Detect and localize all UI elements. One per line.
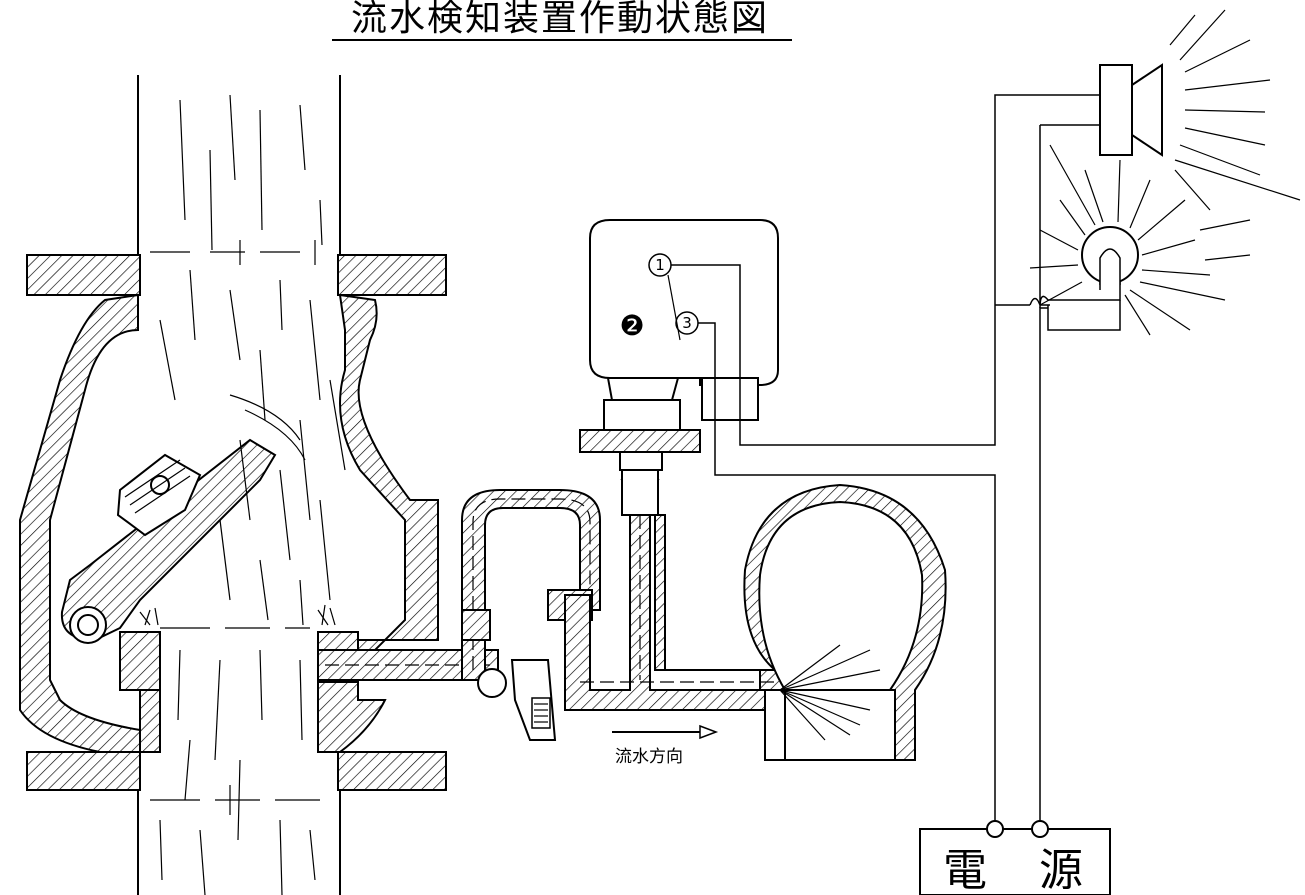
alarm-valve-body — [19, 254, 447, 791]
chamber-spray — [779, 644, 885, 741]
bypass-piping — [317, 489, 601, 741]
diagram-title: 流水検知装置作動状態図 — [351, 0, 769, 39]
alarm-wiring — [671, 94, 1121, 822]
power-terminal-right — [1031, 820, 1049, 838]
water-flow-streaks — [150, 94, 346, 895]
alarm-horn — [1099, 9, 1301, 211]
clapper-disc — [60, 438, 277, 644]
pressure-switch: 1 3 ❷ — [579, 219, 779, 471]
flow-direction-arrow — [612, 724, 719, 740]
terminal-3-label: 3 — [682, 314, 692, 332]
flow-direction-label: 流水方向 — [615, 747, 683, 767]
alarm-lamp — [1029, 144, 1251, 336]
seat-splash — [139, 604, 336, 626]
terminal-1-label: 1 — [655, 256, 665, 274]
switch-number-badge: ❷ — [619, 309, 644, 342]
power-terminal-left — [986, 820, 1004, 838]
power-supply-label: 電 源 — [943, 845, 1087, 895]
retard-chamber — [564, 469, 947, 761]
riser-pipe — [137, 75, 341, 895]
power-supply-box: 電 源 — [919, 820, 1111, 895]
